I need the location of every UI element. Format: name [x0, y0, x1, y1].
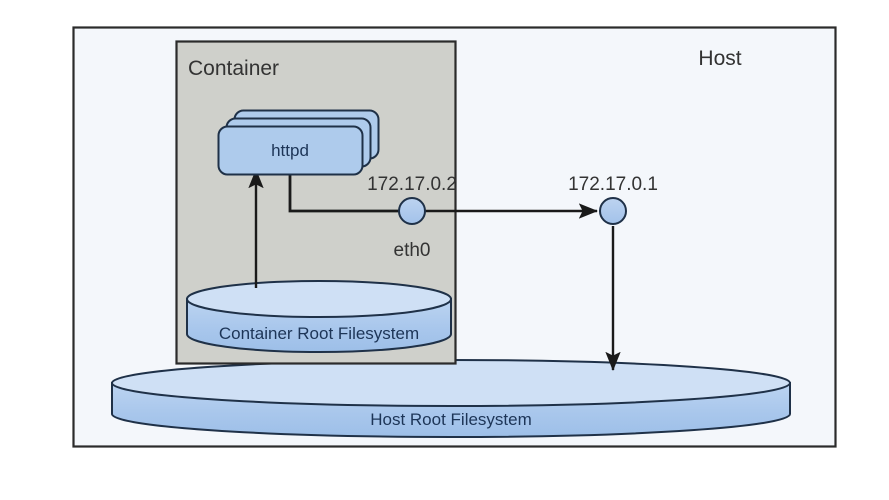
container-filesystem-label: Container Root Filesystem: [219, 324, 419, 343]
host-bridge-node[interactable]: [599, 197, 627, 225]
httpd-process-label: httpd: [271, 141, 309, 160]
host-title-label: Host: [698, 47, 741, 70]
container-root-filesystem-cylinder: [186, 280, 452, 353]
container-eth0-node[interactable]: [398, 197, 426, 225]
host-ip-label: 172.17.0.1: [568, 174, 658, 195]
host-root-filesystem-cylinder: [111, 359, 791, 438]
connector-httpd-to-eth0: [288, 158, 404, 213]
container-ip-label: 172.17.0.2: [367, 174, 457, 195]
httpd-process-stack[interactable]: httpd: [217, 109, 380, 176]
httpd-process-card-front: [217, 125, 364, 176]
host-filesystem-label: Host Root Filesystem: [370, 410, 532, 429]
container-interface-name-label: eth0: [394, 240, 431, 261]
container-title-label: Container: [188, 57, 279, 80]
